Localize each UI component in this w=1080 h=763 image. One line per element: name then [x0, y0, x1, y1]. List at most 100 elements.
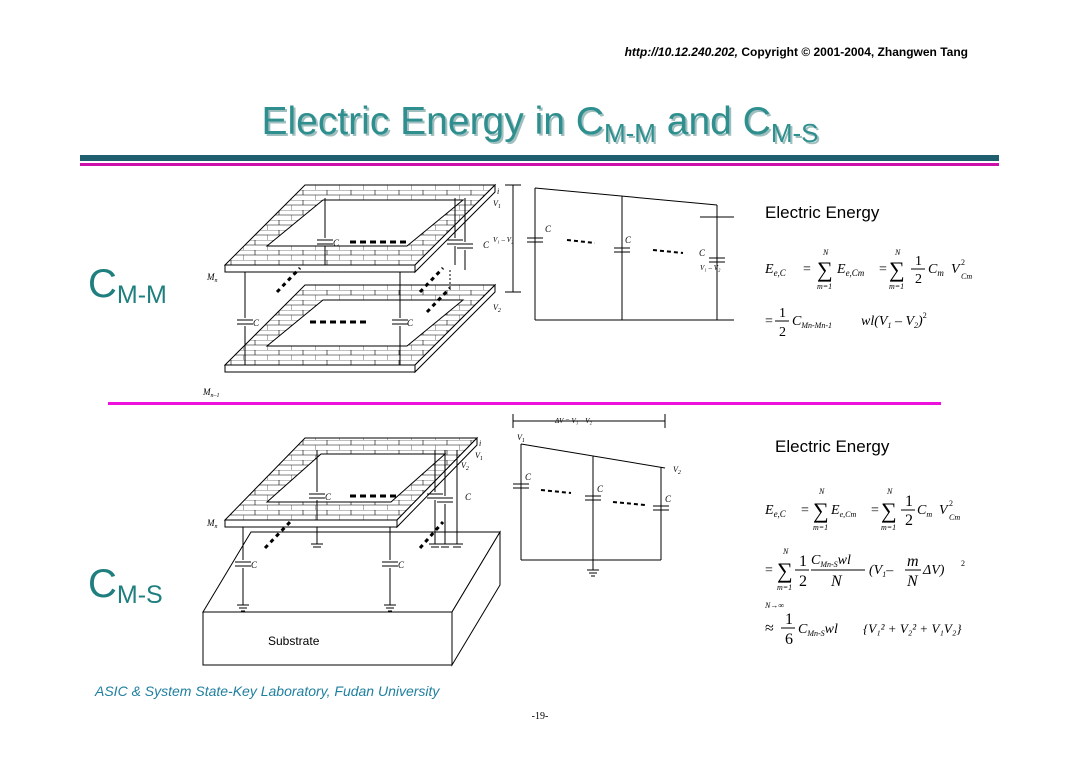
svg-text:m=1: m=1: [813, 523, 828, 532]
svg-text:Cm: Cm: [949, 513, 960, 522]
title-divider-teal: [80, 155, 999, 161]
header-url: http://10.12.240.202,: [624, 45, 738, 59]
svg-text:N: N: [818, 487, 825, 496]
svg-text:2: 2: [915, 272, 922, 287]
svg-text:2: 2: [905, 512, 913, 529]
cms-cap-label-3: C: [398, 560, 405, 570]
svg-text:1: 1: [785, 611, 793, 628]
ellipsis-dashes: [275, 240, 452, 324]
svg-text:m=1: m=1: [881, 523, 896, 532]
bottom-formula: Ee,C = ∑ N m=1 Ee,Cm = ∑ N m=1 1 2 Cm V …: [764, 478, 980, 658]
svg-text:ΔV): ΔV): [922, 563, 945, 578]
mn1-label: Mn–1: [202, 387, 220, 399]
cms-circuit-v2: V2: [673, 465, 681, 476]
substrate-box: [202, 530, 501, 667]
v2-label: V2: [493, 303, 501, 314]
svg-text:N: N: [822, 248, 829, 257]
svg-text:CMn-Swl: CMn-Swl: [811, 553, 851, 569]
cmm-label-sub: M-M: [116, 281, 167, 309]
top-energy-label: Electric Energy: [765, 203, 880, 222]
svg-text:=: =: [765, 314, 773, 329]
cmm-diagram: Mn Mn–1 C C C C i V1 V2 V₁ – V₂ C C C V₁…: [202, 183, 734, 399]
svg-text:≈: ≈: [765, 620, 774, 637]
cap-label-3: C: [407, 318, 414, 328]
svg-text:2: 2: [949, 499, 953, 508]
header-copyright: Copyright © 2001-2004, Zhangwen Tang: [741, 45, 968, 59]
slide-title: Electric Energy in CM-M and CM-S: [0, 100, 1080, 149]
cms-circuit-c-1: C: [525, 472, 532, 482]
bottom-energy-label: Electric Energy: [775, 437, 890, 456]
svg-text:m=1: m=1: [889, 282, 904, 291]
svg-text:Ee,Cm: Ee,Cm: [830, 503, 856, 519]
v1v2-label-right: V₁ – V₂: [700, 264, 721, 272]
footer-lab: ASIC & System State-Key Laboratory, Fuda…: [95, 683, 440, 699]
title-divider-magenta: [80, 163, 999, 166]
svg-text:Cm: Cm: [928, 262, 944, 278]
svg-text:2: 2: [799, 573, 807, 590]
cap-label-1: C: [333, 238, 340, 248]
substrate-capacitors: [235, 450, 463, 612]
top-formula-svg: Ee,C = ∑ N m=1 Ee,Cm = ∑ N m=1 1 2 Cm V …: [764, 248, 972, 340]
svg-text:∑: ∑: [881, 498, 897, 523]
svg-text:∑: ∑: [777, 558, 793, 583]
svg-text:V: V: [939, 503, 949, 518]
svg-text:N: N: [894, 248, 901, 257]
svg-text:wl(V1 – V2)2: wl(V1 – V2)2: [861, 311, 927, 330]
cms-circuit-c-2: C: [597, 484, 604, 494]
svg-text:1: 1: [905, 493, 913, 510]
svg-text:(V1–: (V1–: [869, 563, 894, 579]
svg-text:1: 1: [799, 553, 807, 570]
cms-circuit-dashes: [540, 489, 646, 506]
lower-metal-frame: [223, 283, 497, 374]
v1v2-label-left: V₁ – V₂: [493, 236, 514, 244]
svg-text:1: 1: [779, 306, 786, 321]
svg-text:CMn-Swl: CMn-Swl: [798, 622, 838, 638]
cmm-equivalent-circuit: [527, 187, 734, 321]
svg-text:N: N: [906, 573, 919, 590]
svg-text:V: V: [951, 262, 961, 277]
svg-text:1: 1: [915, 254, 922, 269]
title-and: and C: [655, 100, 771, 143]
svg-text:Cm: Cm: [917, 503, 932, 519]
substrate-label: Substrate: [268, 634, 320, 648]
svg-text:Cm: Cm: [961, 272, 972, 281]
svg-text:N: N: [830, 573, 843, 590]
circuit-c-1: C: [545, 224, 552, 234]
svg-text:m: m: [907, 553, 919, 570]
cms-ellipsis-dashes: [263, 494, 445, 550]
bottom-formula-svg: Ee,C = ∑ N m=1 Ee,Cm = ∑ N m=1 1 2 Cm V …: [764, 487, 965, 648]
svg-text:N→∞: N→∞: [765, 601, 784, 610]
svg-text:2: 2: [961, 559, 965, 568]
cap-label-2: C: [253, 318, 260, 328]
cmm-label: CM-M: [88, 262, 167, 310]
svg-text:=: =: [801, 503, 809, 518]
svg-text:∑: ∑: [813, 498, 829, 523]
svg-text:N: N: [886, 487, 893, 496]
title-sub-1: M-M: [603, 118, 656, 148]
svg-text:=: =: [871, 503, 879, 518]
v1-label: V1: [493, 199, 501, 210]
cms-label-sub: M-S: [116, 581, 163, 609]
cms-label-main: C: [88, 562, 117, 606]
svg-text:6: 6: [785, 631, 793, 648]
copyright-line: http://10.12.240.202, Copyright © 2001-2…: [625, 45, 968, 59]
cms-i-label: i: [479, 439, 481, 448]
title-main: Electric Energy in C: [261, 100, 604, 143]
cms-v2-label: V2: [461, 461, 469, 472]
circuit-dashes: [566, 239, 684, 254]
svg-text:2: 2: [961, 258, 965, 267]
svg-text:∑: ∑: [817, 257, 833, 282]
cms-mn-label: Mn: [206, 518, 218, 530]
mn-label: Mn: [206, 272, 218, 284]
cms-diagram: Mn C C C C i V1 V2 ΔV = V₁ – V₂ V1 V2 C …: [202, 414, 681, 667]
svg-text:Ee,C: Ee,C: [765, 262, 787, 278]
i-label: i: [497, 187, 499, 196]
top-formula: Ee,C = ∑ N m=1 Ee,Cm = ∑ N m=1 1 2 Cm V …: [764, 243, 985, 348]
cms-cap-label-1: C: [325, 492, 332, 502]
svg-text:2: 2: [779, 325, 786, 340]
cms-cap-label-4: C: [465, 492, 472, 502]
svg-text:Ee,C: Ee,C: [765, 503, 787, 519]
svg-text:m=1: m=1: [817, 282, 832, 291]
cms-label: CM-S: [88, 562, 163, 610]
cms-equivalent-circuit: [512, 414, 669, 577]
